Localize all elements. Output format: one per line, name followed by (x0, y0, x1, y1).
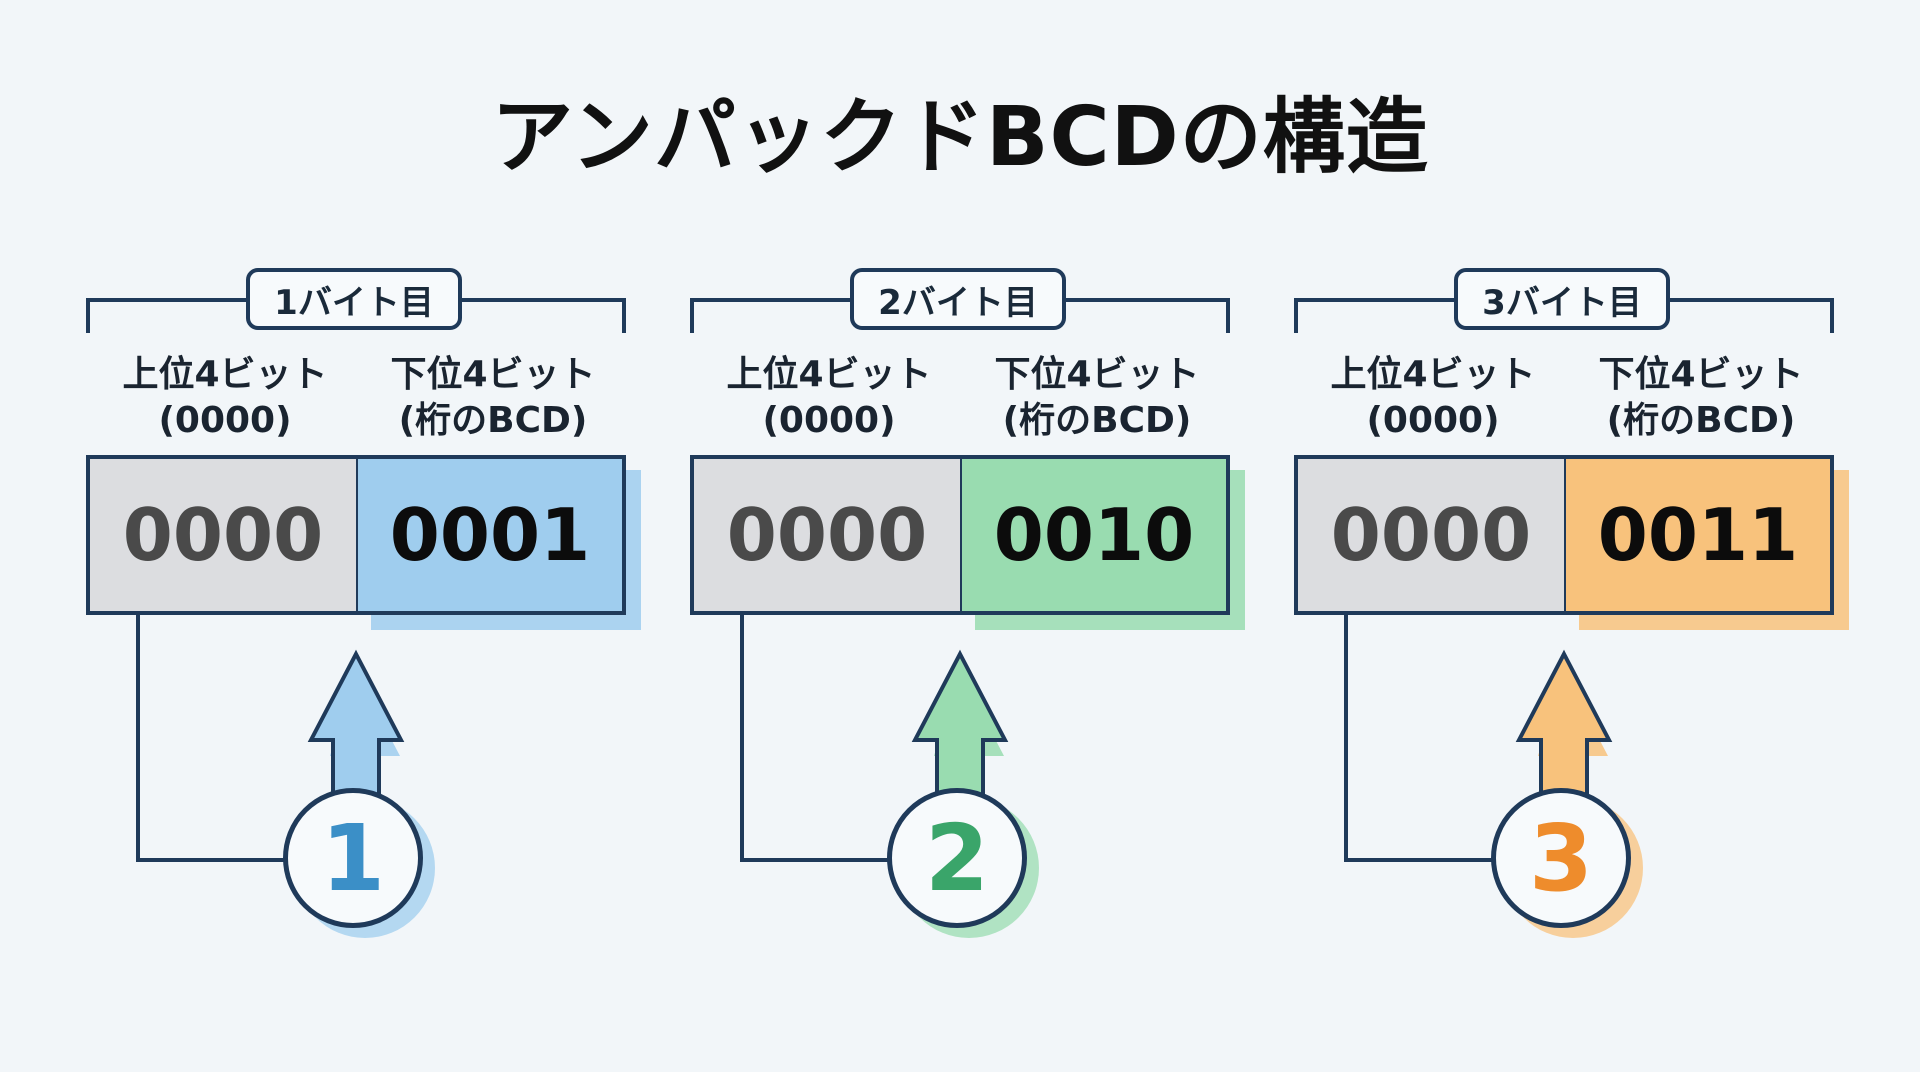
connector-line (740, 615, 890, 862)
byte-tag: 3バイト目 (1454, 268, 1670, 330)
byte-bracket (1294, 298, 1834, 333)
connector-line (136, 615, 286, 862)
lower-nibble-cell: 0001 (356, 455, 626, 615)
lower-nibble-label-line2: (桁のBCD) (1606, 400, 1796, 441)
byte-bracket (86, 298, 626, 333)
byte-tag: 2バイト目 (850, 268, 1066, 330)
lower-nibble-cell: 0011 (1564, 455, 1834, 615)
upper-nibble-label-line2: (0000) (1366, 400, 1500, 441)
upper-nibble-cell: 0000 (690, 455, 962, 615)
byte-group-3: 3バイト目 上位4ビット (0000) 下位4ビット (桁のBCD) 0000 … (1294, 0, 1854, 1072)
upper-nibble-label-line1: 上位4ビット (122, 354, 328, 395)
upper-nibble-label-line1: 上位4ビット (726, 354, 932, 395)
byte-group-2: 2バイト目 上位4ビット (0000) 下位4ビット (桁のBCD) 0000 … (690, 0, 1250, 1072)
lower-nibble-label-line2: (桁のBCD) (1002, 400, 1192, 441)
upper-nibble-label: 上位4ビット (0000) (90, 352, 360, 444)
upper-nibble-label-line2: (0000) (762, 400, 896, 441)
lower-nibble-cell: 0010 (960, 455, 1230, 615)
digit-marker: 2 (887, 788, 1027, 928)
lower-nibble-label-line2: (桁のBCD) (398, 400, 588, 441)
lower-nibble-label: 下位4ビット (桁のBCD) (962, 352, 1232, 444)
byte-group-1: 1バイト目 上位4ビット (0000) 下位4ビット (桁のBCD) 0000 … (86, 0, 646, 1072)
connector-line (1344, 615, 1494, 862)
up-arrow-icon (1515, 649, 1613, 799)
upper-nibble-label: 上位4ビット (0000) (694, 352, 964, 444)
lower-nibble-label-line1: 下位4ビット (994, 354, 1200, 395)
upper-nibble-label: 上位4ビット (0000) (1298, 352, 1568, 444)
up-arrow-icon (911, 649, 1009, 799)
up-arrow-icon (307, 649, 405, 799)
lower-nibble-label-line1: 下位4ビット (390, 354, 596, 395)
page-title: アンパックドBCDの構造 (491, 90, 1429, 185)
upper-nibble-cell: 0000 (1294, 455, 1566, 615)
byte-tag: 1バイト目 (246, 268, 462, 330)
digit-marker: 3 (1491, 788, 1631, 928)
upper-nibble-label-line2: (0000) (158, 400, 292, 441)
upper-nibble-label-line1: 上位4ビット (1330, 354, 1536, 395)
digit-marker: 1 (283, 788, 423, 928)
lower-nibble-label: 下位4ビット (桁のBCD) (358, 352, 628, 444)
byte-bracket (690, 298, 1230, 333)
lower-nibble-label-line1: 下位4ビット (1598, 354, 1804, 395)
lower-nibble-label: 下位4ビット (桁のBCD) (1566, 352, 1836, 444)
upper-nibble-cell: 0000 (86, 455, 358, 615)
